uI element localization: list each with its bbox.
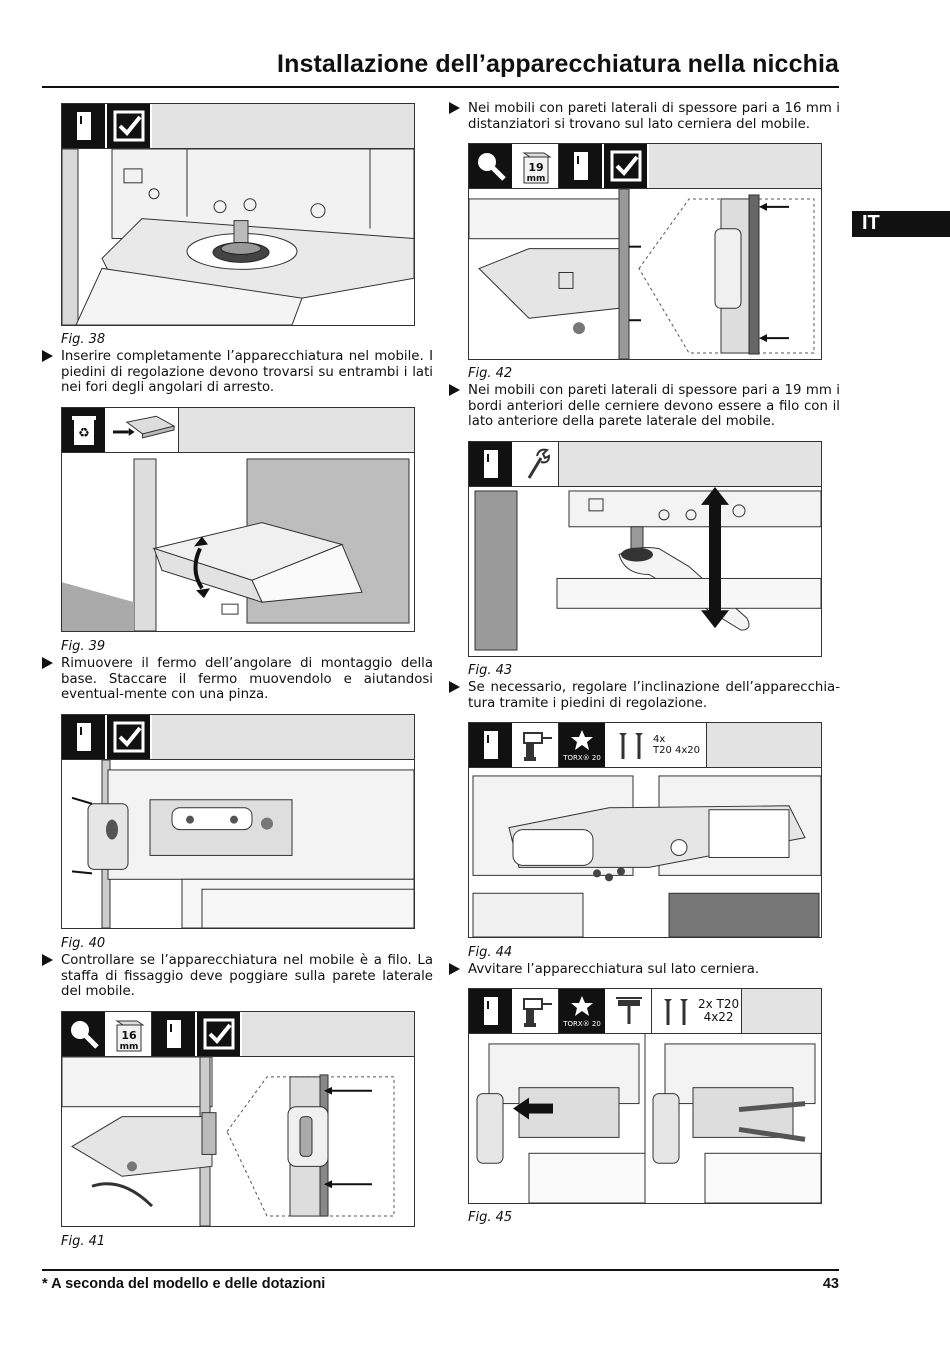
figure-43-toolbar	[469, 442, 821, 487]
figure-45: TORX® 20 2x T20 4x22	[468, 988, 822, 1204]
figure-39-caption: Fig. 39	[61, 639, 106, 654]
screws-count: 4x	[653, 734, 666, 745]
screw-icon	[664, 999, 688, 1025]
screw-cap-icon	[607, 989, 652, 1033]
figure-43-caption: Fig. 43	[468, 663, 513, 678]
screw-icon	[619, 733, 643, 759]
figure-44: TORX® 20 4x T20 4x20	[468, 722, 822, 938]
figure-39-illustration	[62, 453, 414, 631]
step-44-text: Avvitare l’apparecchiatura sul lato cern…	[449, 962, 840, 978]
checkmark-icon	[107, 715, 152, 759]
step-42-text: Nei mobili con pareti laterali di spesso…	[449, 383, 840, 430]
torx-bit-icon: TORX® 20	[559, 989, 607, 1033]
figure-40	[61, 714, 415, 929]
drill-icon	[514, 989, 559, 1033]
base-bracket-icon	[107, 408, 179, 452]
size-unit-label: mm	[527, 174, 546, 184]
figure-43-illustration	[469, 487, 821, 656]
appliance-icon	[152, 1012, 197, 1056]
figure-41-caption: Fig. 41	[61, 1234, 106, 1249]
magnifier-icon	[62, 1012, 107, 1056]
checkmark-icon	[197, 1012, 242, 1056]
size-unit-label: mm	[120, 1042, 139, 1052]
screws-spec: 2x T20 4x22	[652, 989, 742, 1033]
figure-39: ♻	[61, 407, 415, 632]
checkmark-icon	[604, 144, 649, 188]
page-title: Installazione dell’apparecchiatura nella…	[277, 50, 839, 78]
size-value-label: 19	[528, 161, 543, 174]
magnifier-icon	[469, 144, 514, 188]
screws-size: 4x22	[703, 1010, 734, 1024]
figure-43	[468, 441, 822, 657]
figure-38-illustration	[62, 149, 414, 325]
torx-label: TORX® 20	[563, 1020, 601, 1028]
step-39-text: Rimuovere il fermo dell’angolare di mont…	[42, 656, 433, 703]
figure-41-illustration	[62, 1057, 414, 1226]
figure-44-illustration	[469, 768, 821, 937]
appliance-icon	[559, 144, 604, 188]
appliance-icon	[469, 723, 514, 767]
step-bullet-icon	[42, 954, 53, 966]
wrench-icon	[514, 442, 559, 486]
step-40-text: Controllare se l’apparecchiatura nel mob…	[42, 953, 433, 1000]
footer-rule	[42, 1269, 839, 1271]
step-bullet-icon	[449, 102, 460, 114]
recycle-bin-icon: ♻	[62, 408, 107, 452]
figure-45-caption: Fig. 45	[468, 1210, 513, 1225]
title-rule	[42, 86, 839, 88]
screws-spec: 4x T20 4x20	[607, 723, 707, 767]
step-bullet-icon	[449, 384, 460, 396]
figure-40-caption: Fig. 40	[61, 936, 106, 951]
svg-text:♻: ♻	[78, 426, 90, 441]
drill-icon	[514, 723, 559, 767]
screws-size: T20 4x20	[653, 745, 701, 756]
appliance-icon	[62, 104, 107, 148]
figure-42-illustration	[469, 189, 821, 359]
figure-38	[61, 103, 415, 326]
figure-39-toolbar: ♻	[62, 408, 414, 453]
step-38-text: Inserire completamente l’apparecchiatura…	[42, 349, 433, 396]
size-value-label: 16	[121, 1029, 137, 1042]
figure-44-toolbar: TORX® 20 4x T20 4x20	[469, 723, 821, 768]
appliance-icon	[469, 442, 514, 486]
figure-45-illustration	[469, 1034, 821, 1203]
footer-note: * A seconda del modello e delle dotazion…	[42, 1276, 326, 1292]
appliance-icon	[62, 715, 107, 759]
figure-42-caption: Fig. 42	[468, 366, 513, 381]
torx-label: TORX® 20	[563, 754, 601, 762]
checkmark-icon	[107, 104, 152, 148]
figure-38-toolbar	[62, 104, 414, 149]
step-41-text: Nei mobili con pareti laterali di spesso…	[449, 101, 840, 132]
step-bullet-icon	[449, 681, 460, 693]
page-number: 43	[822, 1276, 839, 1292]
step-43-text: Se necessario, regolare l’inclinazione d…	[449, 680, 840, 711]
figure-45-toolbar: TORX® 20 2x T20 4x22	[469, 989, 821, 1034]
step-bullet-icon	[42, 657, 53, 669]
appliance-icon	[469, 989, 514, 1033]
figure-40-toolbar	[62, 715, 414, 760]
figure-44-caption: Fig. 44	[468, 945, 513, 960]
step-bullet-icon	[42, 350, 53, 362]
screws-count: 2x T20	[698, 997, 740, 1011]
torx-bit-icon: TORX® 20	[559, 723, 607, 767]
step-bullet-icon	[449, 963, 460, 975]
figure-38-caption: Fig. 38	[61, 332, 106, 347]
figure-40-illustration	[62, 760, 414, 928]
language-tab: IT	[852, 211, 950, 237]
